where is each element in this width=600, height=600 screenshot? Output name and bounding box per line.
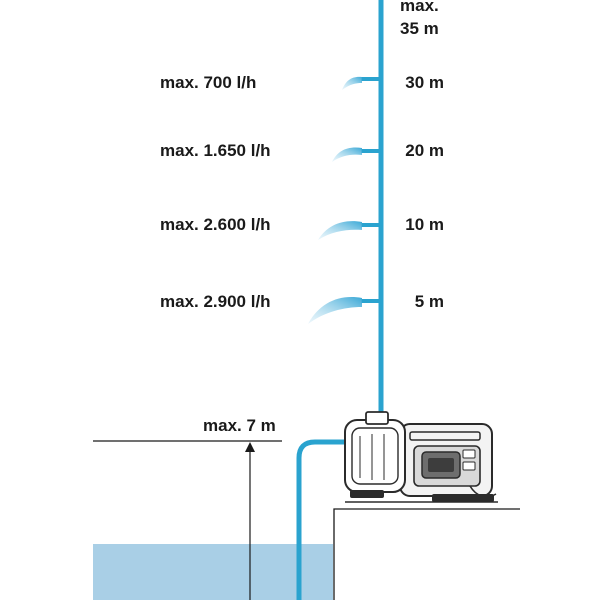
max-height-label-line2: 35 m [400, 19, 439, 38]
water-spray-icon [342, 76, 362, 90]
flow-label-20m: max. 1.650 l/h [160, 141, 271, 160]
max-height-label-line1: max. [400, 0, 439, 15]
suction-height-label: max. 7 m [203, 416, 276, 435]
height-label-5m: 5 m [414, 292, 444, 311]
water-spray-icon [308, 297, 362, 324]
water-spray-icon [318, 221, 362, 240]
height-label-30m: 30 m [405, 73, 444, 92]
garden-pump-icon [344, 411, 498, 503]
height-label-20m: 20 m [405, 141, 444, 160]
pump-platform [333, 508, 520, 600]
water-spray-icon [332, 147, 362, 162]
water-reservoir [93, 544, 333, 600]
height-label-10m: 10 m [405, 215, 444, 234]
flow-label-5m: max. 2.900 l/h [160, 292, 271, 311]
flow-label-10m: max. 2.600 l/h [160, 215, 271, 234]
flow-label-30m: max. 700 l/h [160, 73, 257, 92]
suction-pipe [296, 439, 345, 600]
arrow-head-icon [245, 442, 255, 452]
